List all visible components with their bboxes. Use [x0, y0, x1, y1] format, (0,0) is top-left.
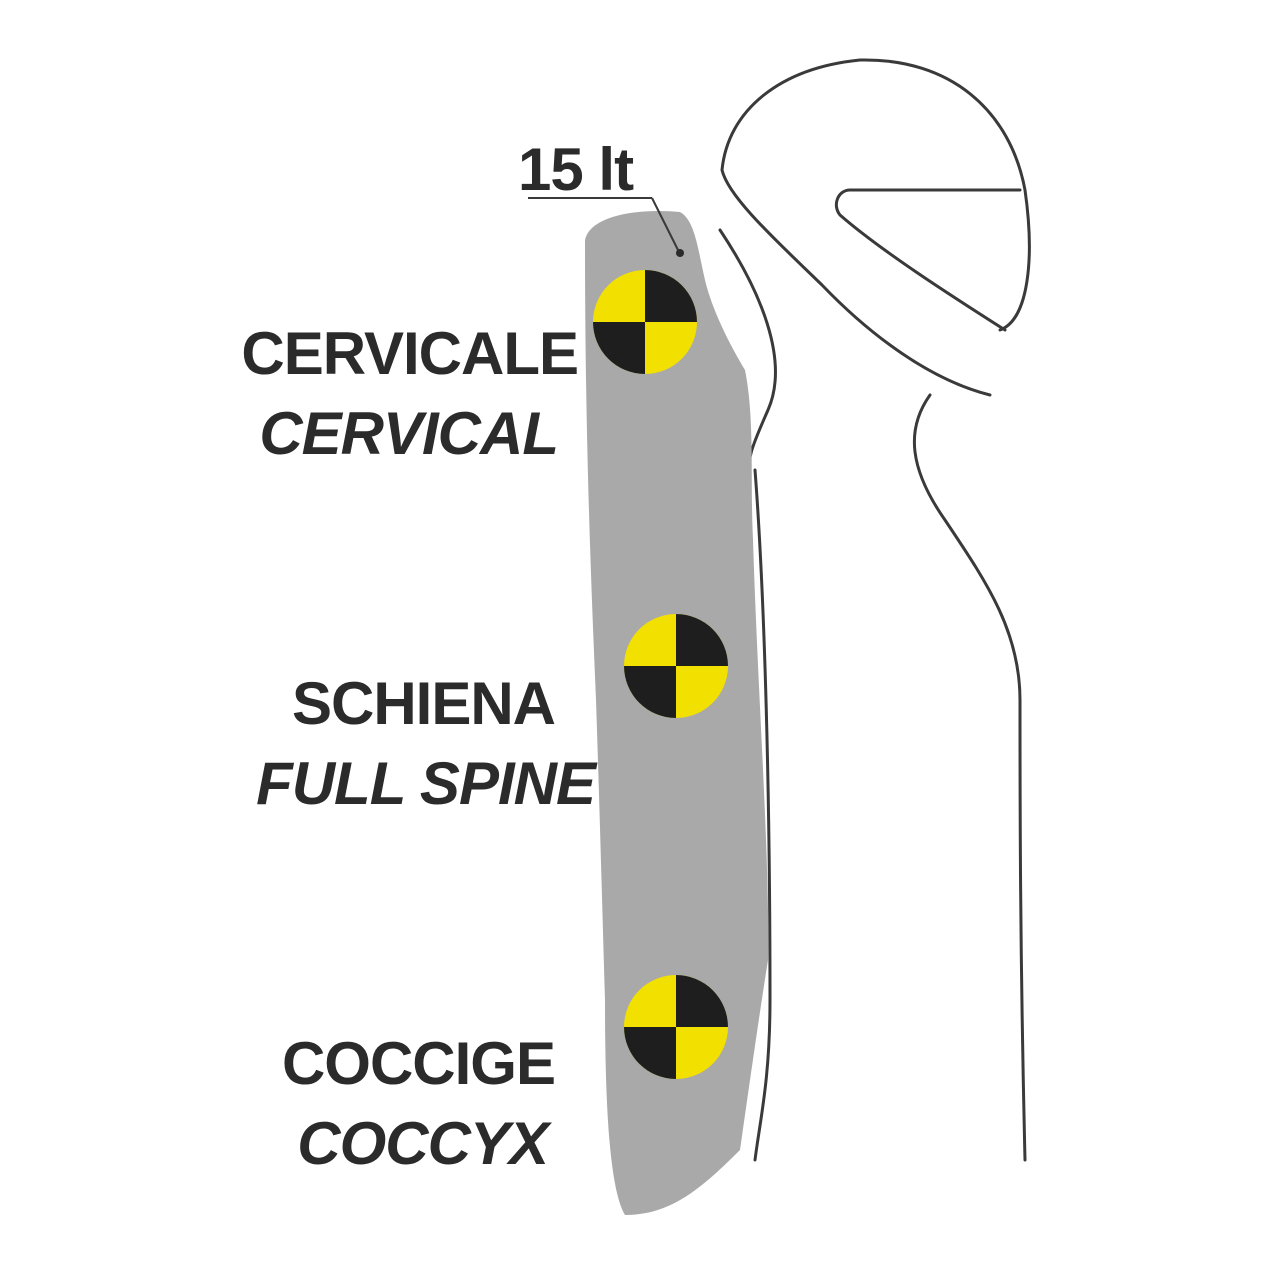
rider-back-line: [753, 468, 772, 1162]
crash-test-marker-icon: [624, 975, 728, 1079]
capacity-leader: [528, 197, 679, 251]
zone-label-spine-en: FULL SPINE: [256, 750, 596, 817]
zone-label-cervical-en: CERVICAL: [259, 400, 559, 467]
zone-label-spine-it: SCHIENA: [291, 670, 556, 737]
crash-test-marker-icon: [624, 614, 728, 718]
capacity-label: 15 lt: [518, 136, 634, 203]
helmet-outline-icon: [720, 58, 1031, 397]
zone-label-coccyx-it: COCCIGE: [281, 1030, 556, 1097]
rider-outline: [718, 58, 1031, 1162]
capacity-leader-dot: [676, 249, 684, 257]
zone-label-coccyx-en: COCCYX: [297, 1110, 549, 1177]
helmet-visor-icon: [834, 188, 1022, 332]
crash-test-marker-icon: [593, 270, 697, 374]
zone-label-cervical-it: CERVICALE: [241, 320, 579, 387]
rider-front-line: [912, 393, 1027, 1162]
